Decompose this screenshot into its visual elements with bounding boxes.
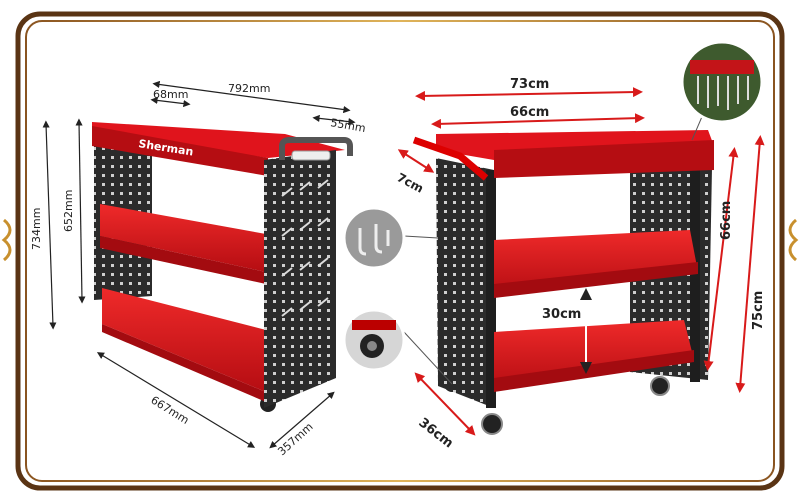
dim-height-frame: 652mm xyxy=(62,190,75,232)
dim-length: 667mm xyxy=(148,394,191,428)
dim-top-width: 792mm xyxy=(228,82,270,95)
right-cart-image xyxy=(412,130,714,435)
wheel-closeup-icon xyxy=(342,308,453,385)
right-dimension-lines xyxy=(397,87,765,436)
decorative-frame xyxy=(1,11,799,491)
dim-width-tray: 66cm xyxy=(510,105,549,120)
tools-closeup-icon xyxy=(680,40,764,141)
dim-shelf-lip: 68mm xyxy=(153,88,188,101)
dim-shelf-gap: 30cm xyxy=(542,307,581,322)
frame-ornament-left-icon xyxy=(1,218,12,262)
dim-handle-right: 7cm xyxy=(395,170,426,195)
left-cart-image xyxy=(92,122,353,412)
dim-handle: 55mm xyxy=(329,116,366,135)
dim-height-total-right: 75cm xyxy=(751,291,766,330)
dim-height-total: 734mm xyxy=(30,208,43,250)
dim-width-overall: 73cm xyxy=(510,77,549,92)
left-dimension-lines xyxy=(42,80,356,449)
dim-shelf-height: 66cm xyxy=(719,201,734,240)
frame-ornament-right-icon xyxy=(788,218,799,262)
dim-depth-right: 36cm xyxy=(416,415,456,451)
hook-closeup-icon xyxy=(342,206,439,270)
